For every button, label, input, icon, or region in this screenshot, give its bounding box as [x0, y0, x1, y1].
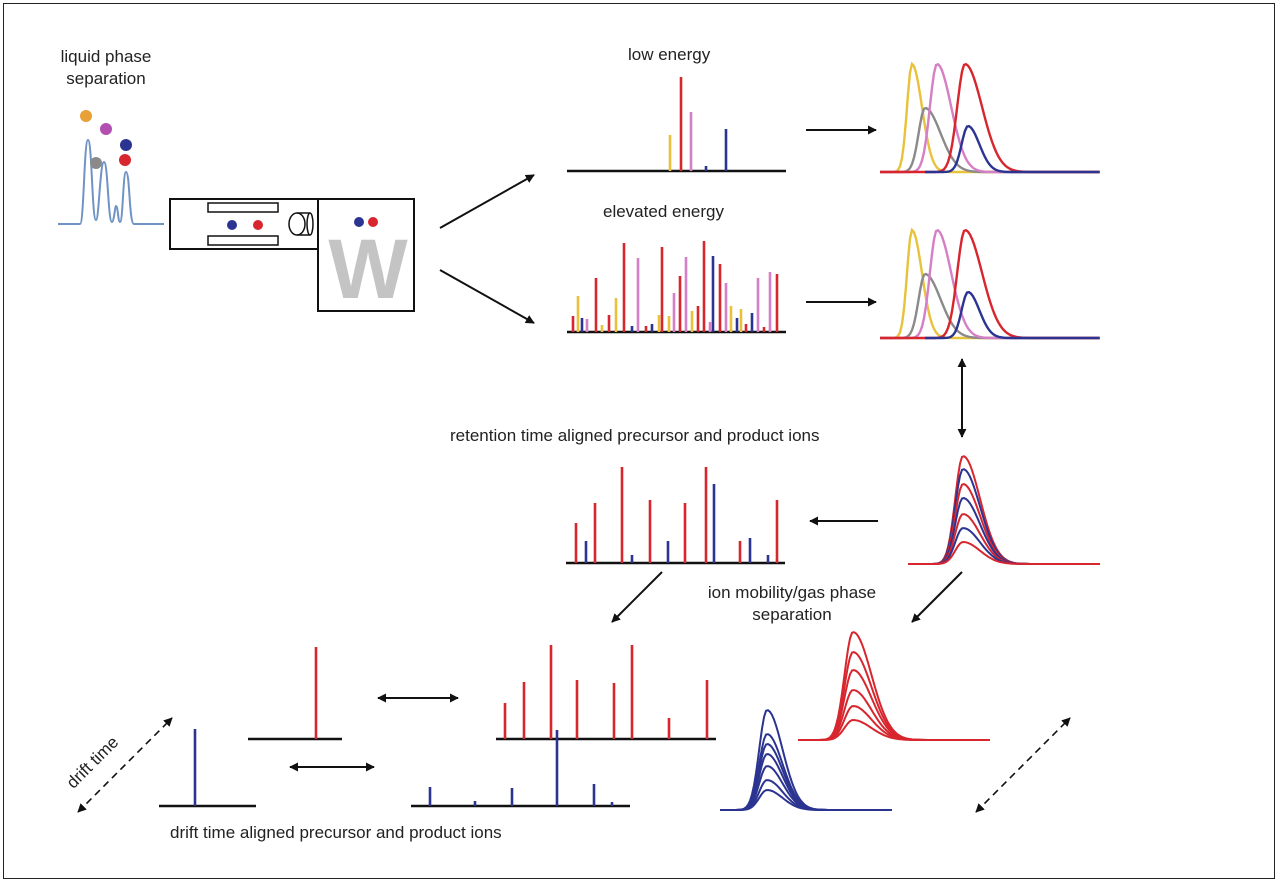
arrow-icon: [439, 174, 535, 229]
dt-aligned-label: drift time aligned precursor and product…: [170, 823, 502, 842]
analyte-dot-orange: [80, 110, 92, 122]
ion-mobility-label: ion mobility/gas phase separation: [672, 582, 912, 626]
chromatogram-peak: [880, 272, 1100, 340]
mobility-peak-blue: [720, 765, 892, 811]
low-energy-label: low energy: [628, 45, 711, 64]
chromatogram-peak: [880, 228, 1100, 340]
mobility-peak-blue: [720, 788, 892, 811]
instrument-logo: W: [328, 222, 408, 316]
mobility-peak-blue: [720, 743, 892, 811]
analyte-dot-gray: [90, 157, 102, 169]
spectra-and-chromatograms: [159, 61, 1100, 811]
mobility-peak-red: [798, 631, 990, 741]
analyte-dot-blue: [120, 139, 132, 151]
mass-spectrometer-icon: [169, 198, 415, 312]
drift-axis-left-arrow: [77, 717, 173, 813]
elevated-energy-label: elevated energy: [603, 202, 724, 221]
mobility-peak-blue: [720, 733, 892, 811]
aligned-chromatogram-peak: [908, 468, 1100, 565]
chromatogram-peak: [880, 62, 1100, 174]
mobility-peak-red: [798, 718, 990, 741]
arrows: [289, 125, 967, 772]
arrow-icon: [611, 571, 663, 623]
figure-frame: [3, 3, 1275, 879]
ion-mobility-label-text: ion mobility/gas phase separation: [707, 583, 877, 624]
mobility-peak-blue: [720, 753, 892, 811]
chromatogram-peak: [880, 62, 1100, 174]
rt-aligned-label: retention time aligned precursor and pro…: [450, 426, 820, 445]
aligned-chromatogram-peak: [908, 497, 1100, 565]
chromatogram-peak: [925, 124, 1099, 174]
arrow-icon: [439, 269, 535, 324]
chromatogram-peak: [880, 61, 1100, 174]
aligned-chromatogram-peak: [908, 513, 1100, 565]
chromatogram-peak: [925, 290, 1099, 340]
liquid-phase-label-text: liquid phase separation: [60, 47, 152, 88]
lc-chromatogram: [58, 110, 164, 225]
liquid-phase-label: liquid phase separation: [40, 46, 172, 90]
aligned-chromatogram-peak: [908, 483, 1100, 565]
chromatogram-peak: [880, 227, 1100, 340]
chromatogram-peak: [880, 228, 1100, 340]
drift-axis-arrows: [77, 717, 1071, 813]
aligned-chromatogram-peak: [908, 455, 1100, 565]
mobility-peak-red: [798, 651, 990, 741]
aligned-chromatogram-peak: [908, 540, 1100, 565]
drift-axis-right-arrow: [975, 717, 1071, 813]
analyte-dot-red: [119, 154, 131, 166]
analyte-dot-purple: [100, 123, 112, 135]
chromatogram-peak: [880, 106, 1100, 174]
arrow-icon: [911, 571, 963, 623]
